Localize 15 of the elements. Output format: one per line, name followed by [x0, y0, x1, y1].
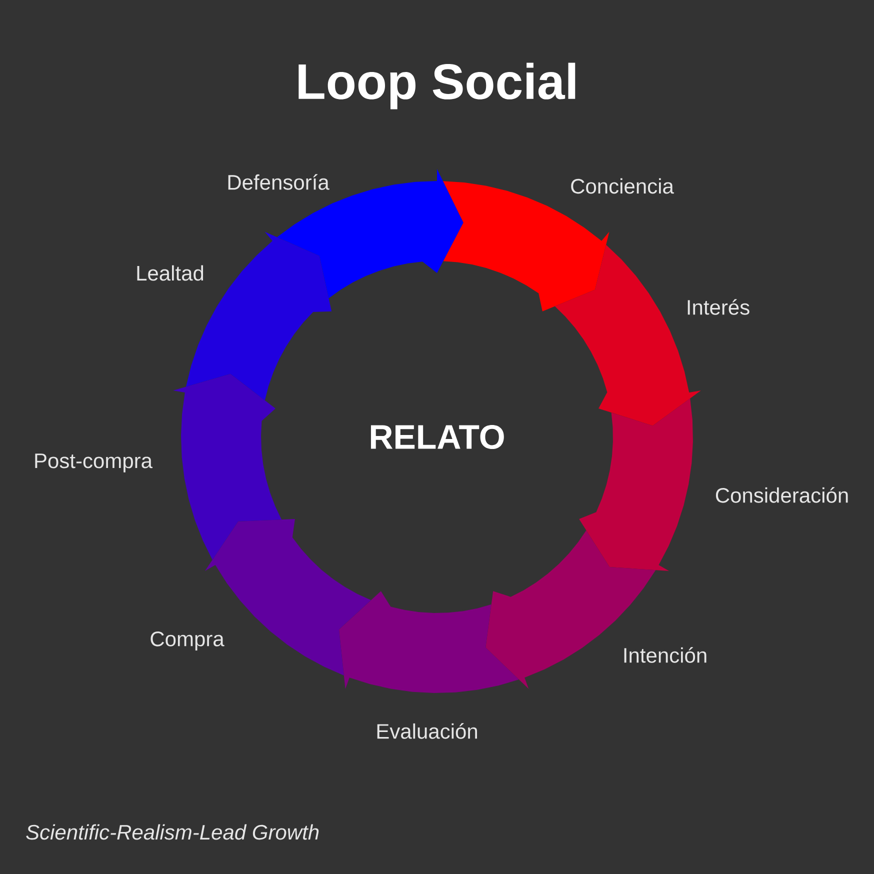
center-label: RELATO: [370, 424, 504, 450]
stage-label: Compra: [150, 632, 224, 651]
stage-label: Lealtad: [137, 265, 204, 281]
stage-label: Intención: [624, 647, 706, 663]
tagline: Scientific-Realism-Lead Growth: [26, 824, 319, 840]
stage-label: Defensoría: [228, 174, 330, 190]
title: Loop Social: [298, 62, 576, 110]
arrow-segment: [173, 374, 282, 560]
stage-label: Interés: [688, 299, 750, 315]
stage-label: Consideración: [716, 487, 848, 503]
arrow-segment: [579, 398, 693, 571]
stage-label: Conciencia: [571, 178, 674, 194]
stage-label: Post-compra: [35, 454, 153, 472]
stage-label: Evaluación: [377, 723, 477, 739]
arrow-segment: [338, 591, 519, 693]
